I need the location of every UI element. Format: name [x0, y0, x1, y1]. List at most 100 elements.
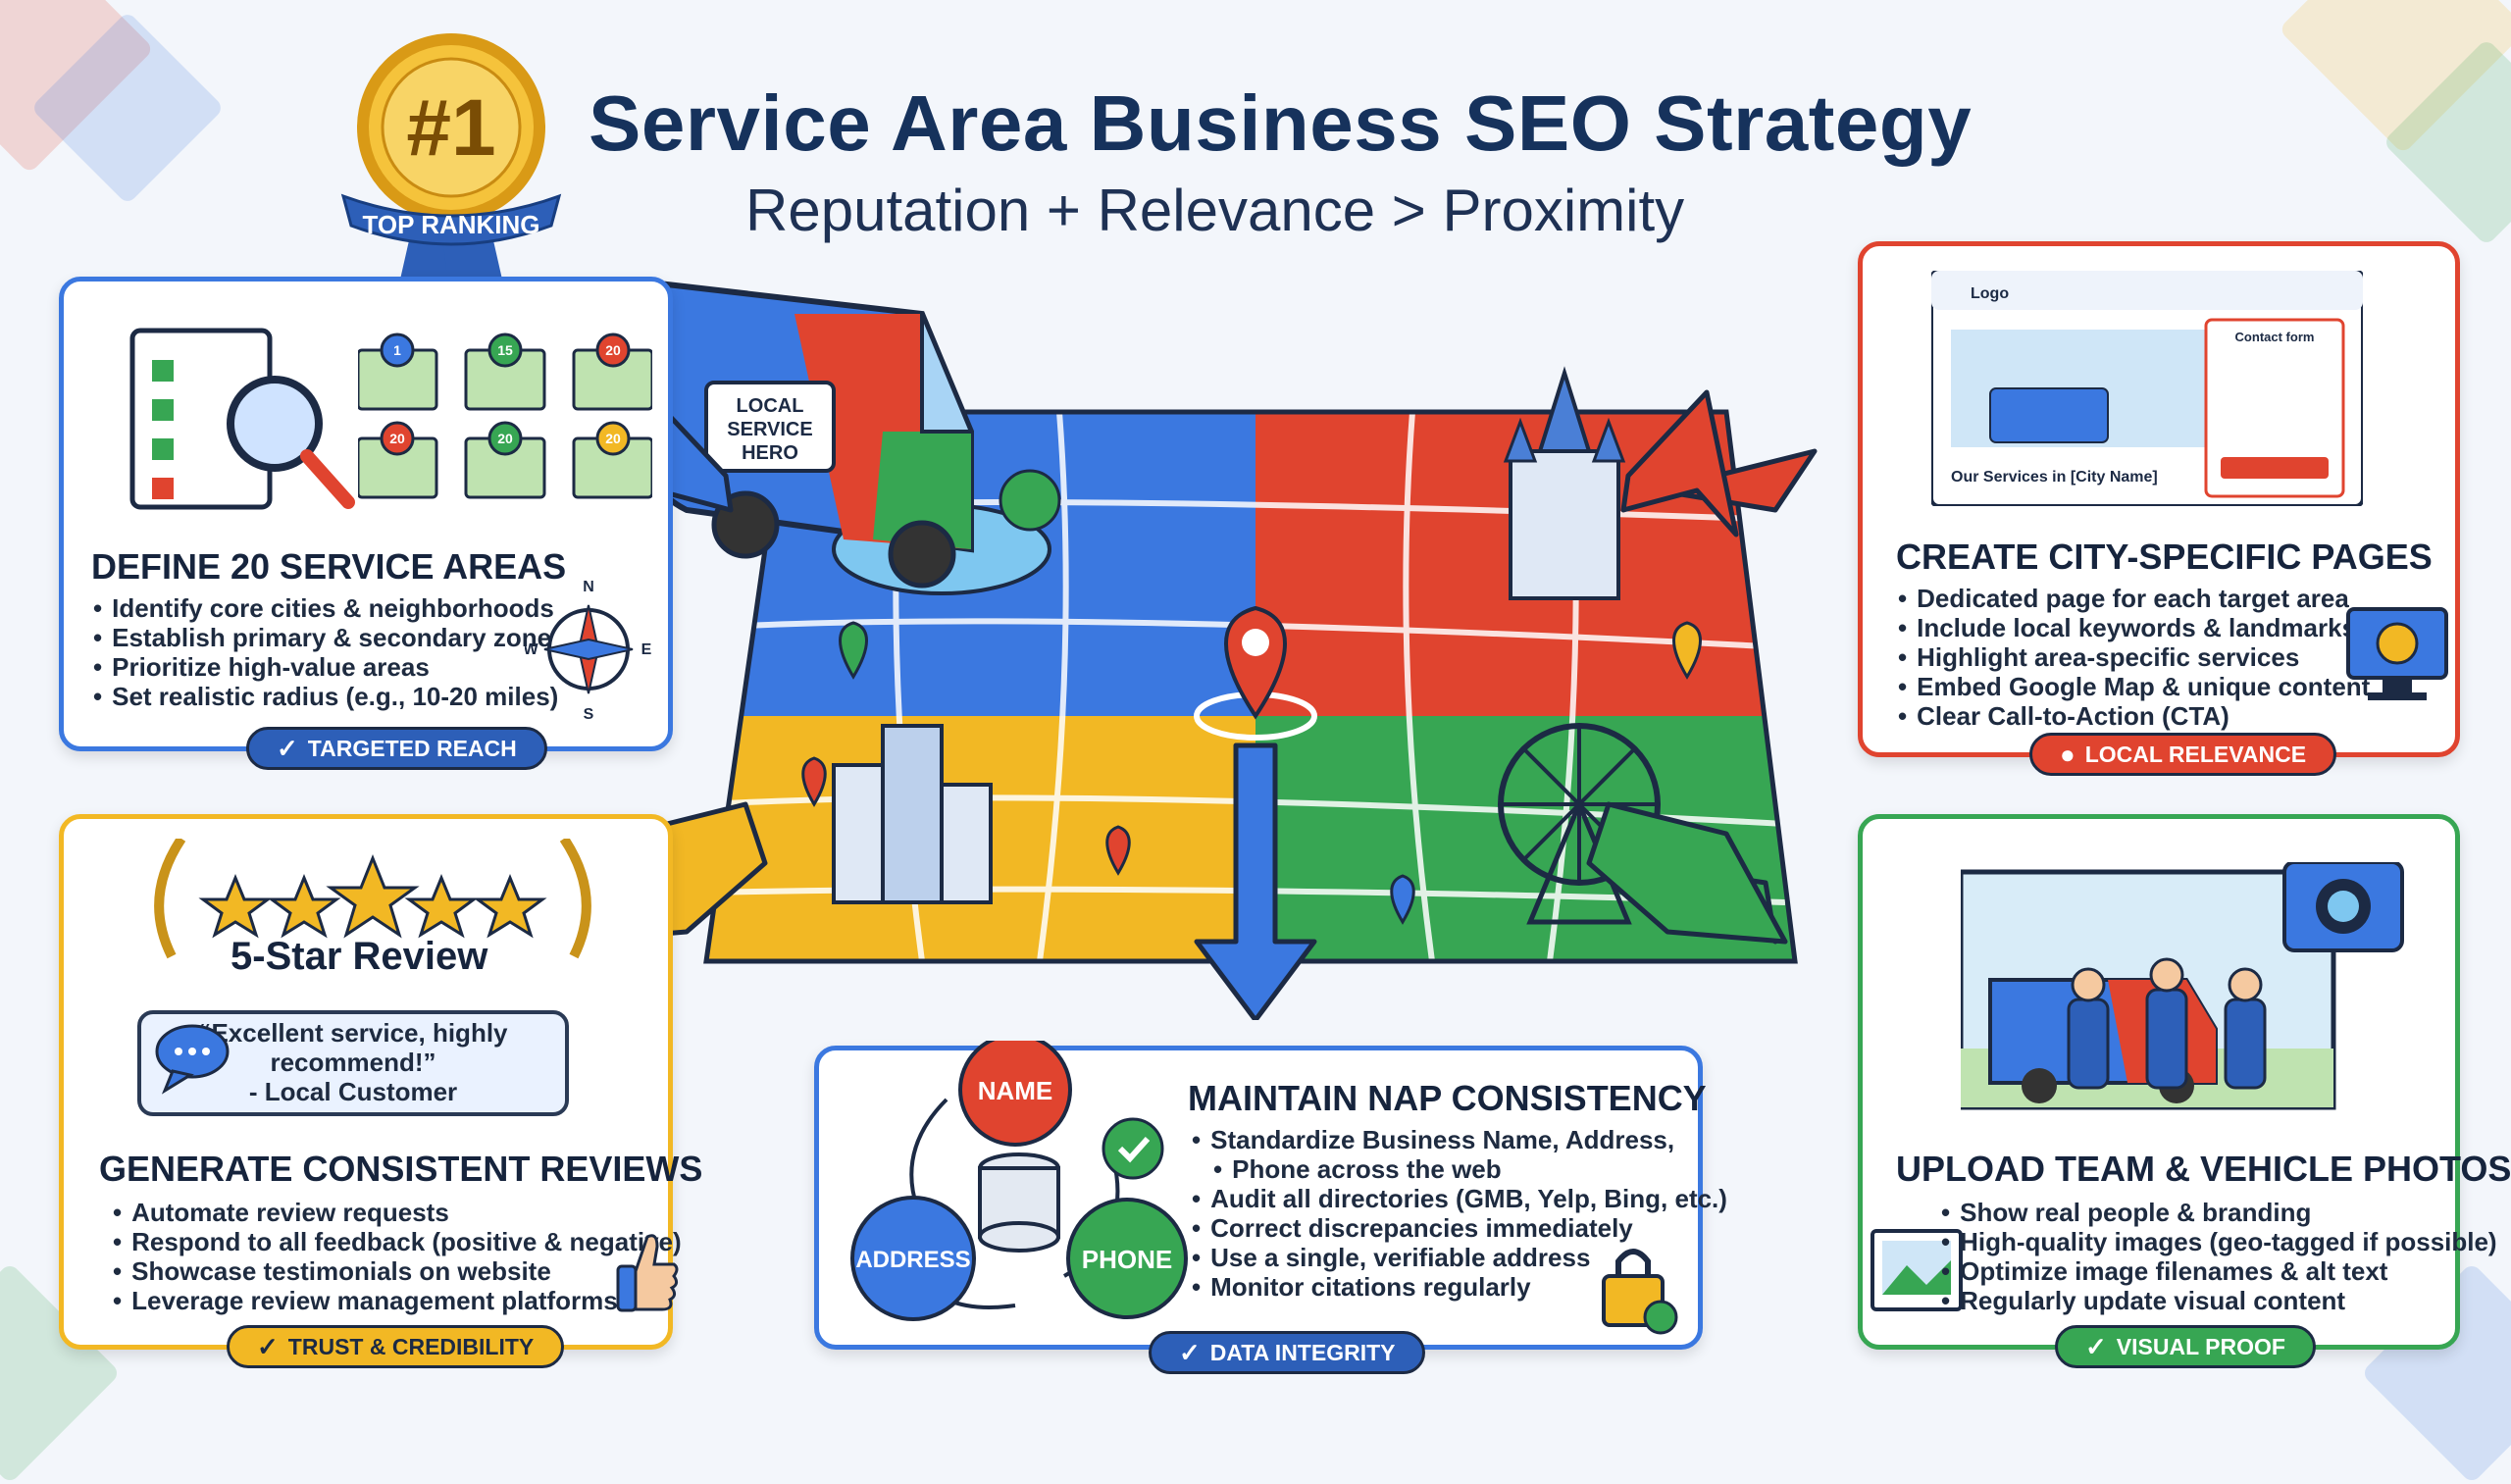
nap-node-phone: PHONE	[1082, 1245, 1172, 1274]
badge-trust-credibility: ✓ TRUST & CREDIBILITY	[227, 1325, 565, 1368]
bullet-item: Leverage review management platforms	[113, 1286, 682, 1315]
bullet-item: Optimize image filenames & alt text	[1941, 1256, 2497, 1286]
bullet-item: Regularly update visual content	[1941, 1286, 2497, 1315]
chat-bubble-icon	[155, 1024, 230, 1095]
bullet-list: Standardize Business Name, Address, Phon…	[1192, 1125, 1727, 1302]
card-nap-consistency: NAME ADDRESS PHONE MAINTAIN NAP CONSISTE…	[814, 1041, 1727, 1374]
badge-data-integrity: ✓ DATA INTEGRITY	[1149, 1331, 1426, 1374]
badge-label: DATA INTEGRITY	[1209, 1339, 1396, 1365]
bullet-item: Standardize Business Name, Address,	[1192, 1125, 1727, 1154]
top-ranking-badge: #1 TOP RANKING	[340, 33, 562, 314]
card-team-vehicle-photos: UPLOAD TEAM & VEHICLE PHOTOS Show real p…	[1858, 814, 2511, 1368]
van-label-line2: SERVICE	[727, 419, 812, 440]
castle-landmark-icon	[1503, 366, 1626, 600]
bullet-list: Automate review requests Respond to all …	[113, 1198, 682, 1315]
compass-n-label: N	[583, 579, 594, 595]
card-define-service-areas: 1 15 20 20 20 20 DEFINE 20 SERVICE AREAS…	[59, 277, 673, 770]
database-icon	[978, 1152, 1060, 1253]
badge-targeted-reach: ✓ TARGETED REACH	[246, 727, 547, 770]
map-pin-icons	[801, 621, 1702, 925]
check-icon: ✓	[257, 1331, 279, 1361]
bullet-item: Highlight area-specific services	[1898, 642, 2370, 672]
map-pin-label: 20	[605, 431, 621, 446]
padlock-icon	[1602, 1249, 1678, 1335]
bullet-item: Correct discrepancies immediately	[1192, 1213, 1727, 1243]
quote-line-1: “Excellent service, highly	[198, 1018, 508, 1048]
bullet-item: Respond to all feedback (positive & nega…	[113, 1227, 682, 1256]
review-title: 5-Star Review	[231, 935, 488, 978]
compass-icon: N S E W	[525, 579, 652, 723]
bullet-list: Identify core cities & neighborhoods Est…	[93, 593, 566, 711]
badge-label: LOCAL RELEVANCE	[2084, 741, 2307, 767]
central-map-illustration: LOCAL SERVICE HERO	[549, 281, 1818, 1020]
bullet-item: Show real people & branding	[1941, 1198, 2497, 1227]
bullet-item: Identify core cities & neighborhoods	[93, 593, 566, 623]
nap-node-address: ADDRESS	[855, 1247, 970, 1273]
team-vehicle-photo-icon	[1961, 862, 2404, 1110]
check-icon: ✓	[1179, 1337, 1201, 1367]
card-city-specific-pages: Logo Contact form Our Services in [City …	[1858, 241, 2460, 776]
check-icon: ✓	[277, 733, 298, 763]
map-pin-label: 1	[393, 342, 401, 358]
bullet-item: Audit all directories (GMB, Yelp, Bing, …	[1192, 1184, 1727, 1213]
map-pin-label: 20	[605, 342, 621, 358]
bullet-item: High-quality images (geo-tagged if possi…	[1941, 1227, 2497, 1256]
bullet-list: Dedicated page for each target area Incl…	[1898, 584, 2370, 731]
van-label-line1: LOCAL	[737, 395, 804, 417]
bullet-item: Establish primary & secondary zones	[93, 623, 565, 652]
quote-author: - Local Customer	[248, 1077, 458, 1106]
center-location-pin-icon	[1194, 605, 1317, 741]
compass-s-label: S	[584, 706, 594, 723]
check-circle-icon	[1102, 1117, 1164, 1180]
card-heading: MAINTAIN NAP CONSISTENCY	[1188, 1078, 1707, 1118]
bullet-item: Embed Google Map & unique content	[1898, 672, 2370, 701]
location-pin-icon: ●	[2060, 739, 2075, 769]
bullet-item: Use a single, verifiable address	[1192, 1243, 1727, 1272]
map-pin-label: 15	[497, 342, 513, 358]
bullet-item: Automate review requests	[113, 1198, 682, 1227]
compass-e-label: E	[641, 641, 652, 658]
city-buildings-icon	[832, 724, 993, 904]
image-file-icon	[1870, 1229, 1963, 1311]
card-heading: GENERATE CONSISTENT REVIEWS	[99, 1149, 703, 1189]
page-title: Service Area Business SEO Strategy	[589, 79, 1973, 167]
map-pin-label: 20	[389, 431, 405, 446]
checklist-magnifier-icon	[129, 328, 355, 510]
bullet-item: Phone across the web	[1192, 1154, 1727, 1184]
van-label-line3: HERO	[742, 442, 798, 464]
nap-node-name: NAME	[978, 1076, 1053, 1105]
bullet-item: Clear Call-to-Action (CTA)	[1898, 701, 2370, 731]
card-heading: CREATE CITY-SPECIFIC PAGES	[1896, 537, 2433, 577]
five-star-laurel-icon	[154, 839, 591, 959]
badge-number: #1	[406, 83, 495, 173]
arrow-to-nap	[1194, 742, 1317, 1020]
thumbs-up-icon	[616, 1234, 679, 1312]
website-mockup-icon: Logo Contact form Our Services in [City …	[1931, 271, 2363, 506]
quote-line-2: recommend!”	[270, 1048, 436, 1077]
card-heading: DEFINE 20 SERVICE AREAS	[91, 546, 567, 587]
nap-cycle-diagram: NAME ADDRESS PHONE	[850, 1041, 1188, 1321]
badge-label: VISUAL PROOF	[2116, 1333, 2285, 1359]
service-area-maps-icon: 1 15 20 20 20 20	[358, 333, 652, 499]
badge-label: TARGETED REACH	[307, 735, 517, 761]
mockup-caption: Our Services in [City Name]	[1951, 469, 2158, 486]
map-pin-label: 20	[497, 431, 513, 446]
card-heading: UPLOAD TEAM & VEHICLE PHOTOS	[1896, 1149, 2511, 1189]
compass-w-label: W	[525, 641, 538, 658]
bullet-list: Show real people & branding High-quality…	[1941, 1198, 2497, 1315]
bullet-item: Dedicated page for each target area	[1898, 584, 2370, 613]
bullet-item: Include local keywords & landmarks	[1898, 613, 2370, 642]
mockup-logo-text: Logo	[1971, 285, 2009, 302]
badge-ribbon-label: TOP RANKING	[362, 210, 539, 239]
camera-icon	[2282, 862, 2404, 952]
bullet-item: Prioritize high-value areas	[93, 652, 566, 682]
badge-visual-proof: ✓ VISUAL PROOF	[2055, 1325, 2316, 1368]
page-subtitle: Reputation + Relevance > Proximity	[745, 178, 1685, 243]
check-icon: ✓	[2085, 1331, 2107, 1361]
badge-local-relevance: ● LOCAL RELEVANCE	[2029, 733, 2337, 776]
bullet-item: Showcase testimonials on website	[113, 1256, 682, 1286]
bullet-item: Monitor citations regularly	[1192, 1272, 1727, 1302]
mockup-form-title: Contact form	[2235, 330, 2315, 344]
monitor-gear-icon	[2346, 607, 2448, 700]
bullet-item: Set realistic radius (e.g., 10-20 miles)	[93, 682, 566, 711]
